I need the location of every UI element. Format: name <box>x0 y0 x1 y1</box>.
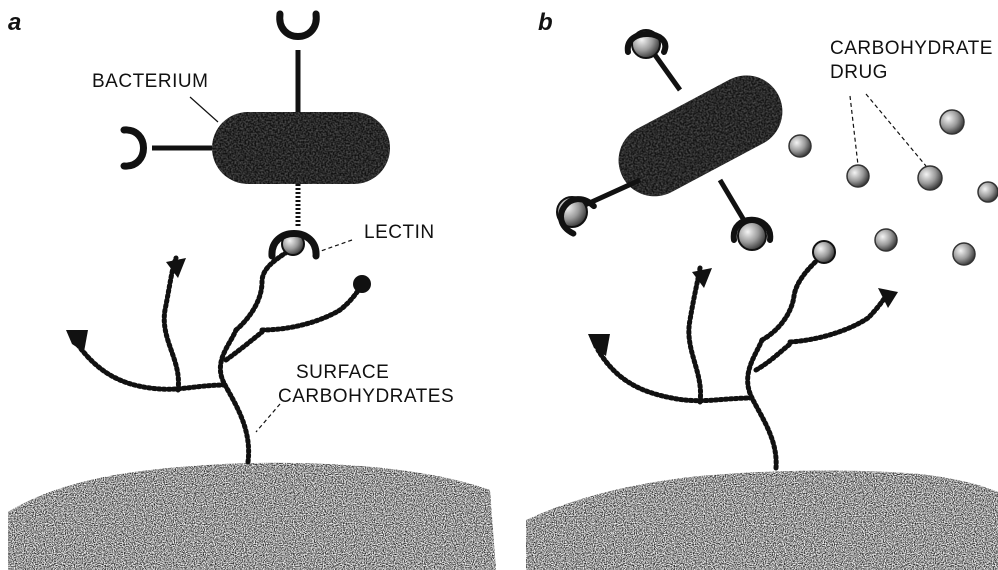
label-surface-line2: CARBOHYDRATES <box>278 386 454 407</box>
bacterium-leader <box>190 97 218 122</box>
drug-molecule <box>789 135 811 157</box>
drug-leader <box>850 96 858 165</box>
drug-molecule <box>940 110 964 134</box>
drug-leader <box>866 94 926 166</box>
lectin-leader <box>318 240 352 252</box>
surface-carbohydrates-a <box>78 250 360 462</box>
drug-molecule <box>978 182 998 202</box>
drug-molecule <box>847 165 869 187</box>
panel-a: a <box>8 9 496 570</box>
drug-molecule <box>953 243 975 265</box>
bacterium-a <box>124 14 390 256</box>
terminal-sugar <box>66 330 88 352</box>
drug-molecule <box>875 229 897 251</box>
cell-surface-b <box>526 470 998 570</box>
cell-surface-a <box>8 463 496 570</box>
terminal-sugar <box>813 241 835 263</box>
terminal-sugar <box>353 275 371 293</box>
label-lectin: LECTIN <box>364 222 435 243</box>
panel-b: b <box>526 9 998 570</box>
label-drug-line2: DRUG <box>830 62 888 83</box>
label-drug-line1: CARBOHYDRATE <box>830 38 993 59</box>
surface-carbohydrates-b <box>598 256 886 468</box>
bacterium-b <box>606 63 795 209</box>
lectin-with-drug <box>628 30 666 58</box>
panel-b-letter: b <box>538 9 553 36</box>
label-surface-line1: SURFACE <box>296 362 389 383</box>
label-bacterium: BACTERIUM <box>92 71 208 92</box>
panel-a-letter: a <box>8 9 21 36</box>
drug-molecule <box>918 166 942 190</box>
lectin-with-drug <box>555 193 595 236</box>
surface-leader <box>256 404 280 432</box>
lectin-with-drug <box>734 220 771 250</box>
